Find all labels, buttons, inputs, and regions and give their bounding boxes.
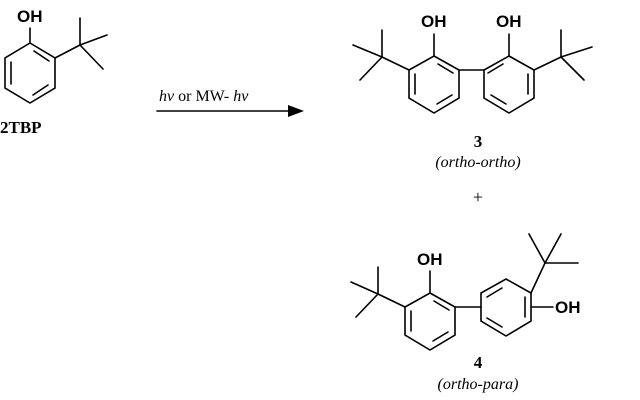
reactant-benzene-ring xyxy=(4,42,56,104)
plus-sign: + xyxy=(473,187,483,207)
product3-left-double-2 xyxy=(436,94,453,105)
product3-right-methyl-2 xyxy=(560,46,593,58)
product4-left-tbutyl-bond xyxy=(377,293,406,308)
product3-left-tbutyl-bond xyxy=(381,56,410,71)
reactant-oh-label: OH xyxy=(17,7,43,26)
reactant-methyl-3 xyxy=(79,44,104,70)
product3-right-oh-label: OH xyxy=(496,12,522,31)
condition-or-mw: or MW- xyxy=(174,88,233,105)
reactant-2tbp-structure: OH xyxy=(4,7,108,104)
product-3-number: 3 xyxy=(474,132,483,151)
reactant-tbutyl-bond xyxy=(54,44,81,59)
product-4-number: 4 xyxy=(474,353,483,372)
reactant-name-label: 2TBP xyxy=(0,118,42,137)
product4-right-methyl-1 xyxy=(528,233,546,264)
reactant-methyl-2 xyxy=(79,34,108,46)
product3-left-double-1 xyxy=(437,63,454,74)
product3-right-ring xyxy=(483,55,535,114)
product4-left-double-1 xyxy=(433,300,450,311)
product3-left-methyl-2 xyxy=(352,44,383,58)
product4-left-methyl-2 xyxy=(350,281,379,295)
reaction-conditions: hv or MW- hv xyxy=(159,88,249,105)
product4-right-double-3 xyxy=(486,317,503,328)
condition-hv-1: hv xyxy=(159,88,175,105)
product4-right-tbutyl-bond xyxy=(530,262,546,294)
product3-left-oh-label: OH xyxy=(421,12,447,31)
product4-right-methyl-2 xyxy=(544,233,562,264)
product-3-descriptor: (ortho-ortho) xyxy=(435,154,520,171)
product-4-structure: OH OH xyxy=(350,233,581,351)
product4-para-oh-label: OH xyxy=(555,298,581,317)
product4-right-double-1 xyxy=(486,287,503,298)
arrow-head xyxy=(288,105,304,117)
product3-left-methyl-3 xyxy=(359,56,383,81)
product4-left-double-2 xyxy=(432,331,449,342)
reactant-double-bond-2 xyxy=(32,84,49,96)
product3-right-double-3 xyxy=(490,94,507,105)
product4-left-ring xyxy=(404,292,456,351)
product-3-structure: OH OH xyxy=(352,12,593,114)
product-4-descriptor: (ortho-para) xyxy=(438,376,519,393)
product3-right-tbutyl-bond xyxy=(533,56,562,71)
condition-hv-2: hv xyxy=(233,88,249,105)
product3-left-ring xyxy=(408,55,460,114)
product4-right-ring xyxy=(480,278,532,337)
product3-right-double-1 xyxy=(487,63,504,74)
product3-right-methyl-3 xyxy=(560,56,585,81)
product4-left-methyl-3 xyxy=(355,293,379,318)
reaction-arrow xyxy=(156,105,304,117)
reactant-double-bond-1 xyxy=(33,50,50,62)
product4-ortho-oh-label: OH xyxy=(417,250,443,269)
